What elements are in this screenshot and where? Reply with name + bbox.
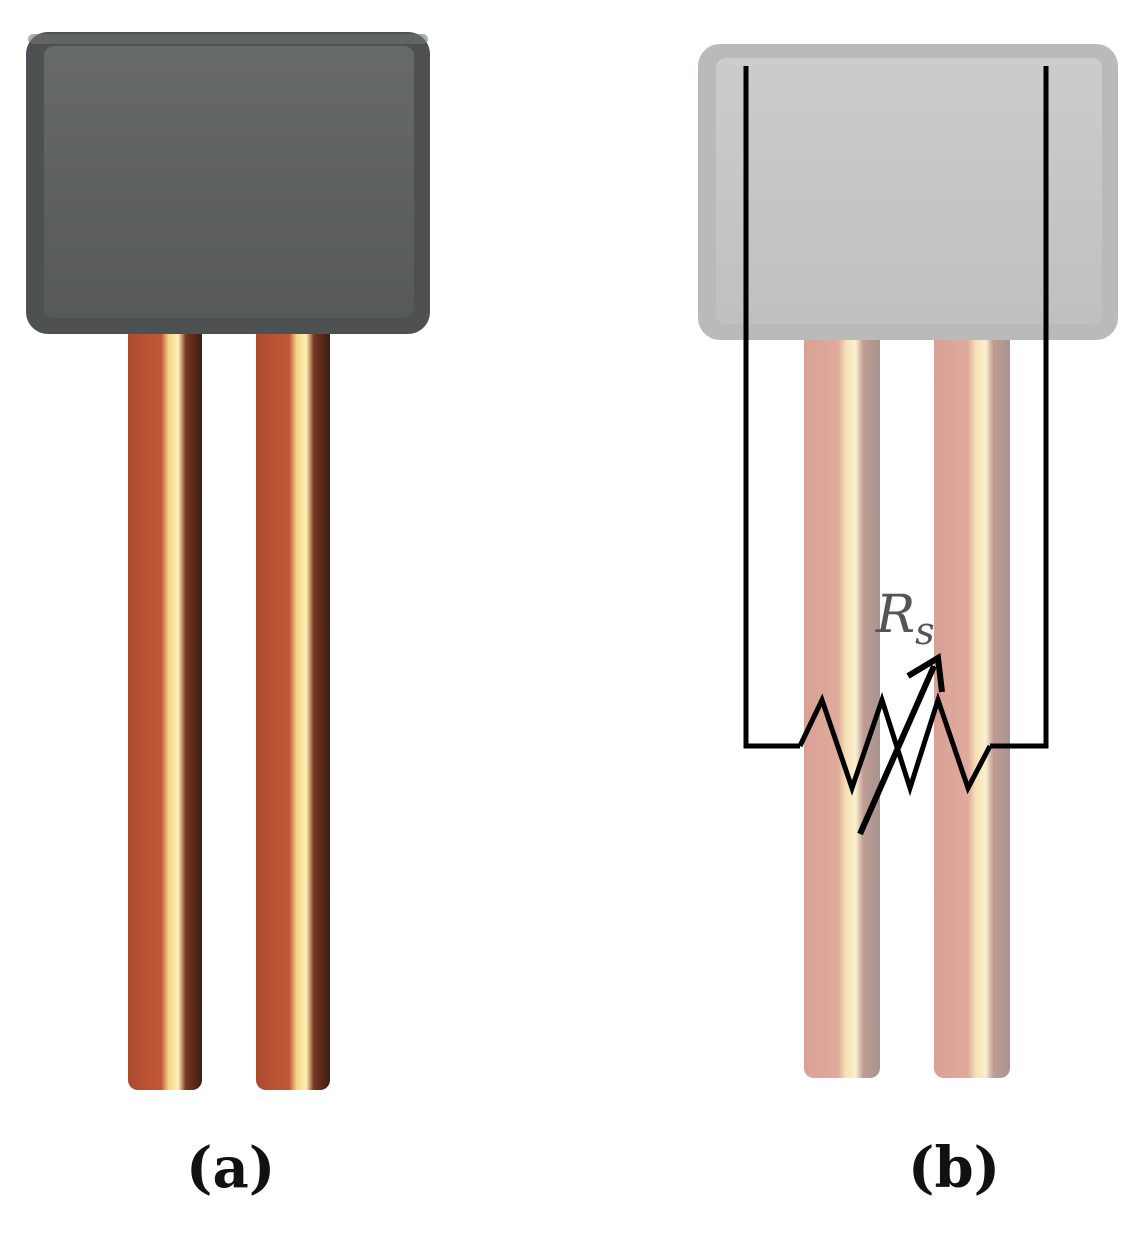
variable-resistor-arrow <box>857 653 945 836</box>
sensor-lead-right-b <box>934 320 1010 1078</box>
caption-a: (a) <box>186 1135 276 1201</box>
sensor-body-b <box>698 44 1118 340</box>
sensor-lead-left-a <box>128 318 202 1090</box>
caption-b: (b) <box>908 1135 1001 1201</box>
sensor-lead-right-a <box>256 318 330 1090</box>
circuit-wiring <box>743 66 1049 797</box>
resistor-label: Rs <box>875 585 935 653</box>
sensor-body-a <box>26 32 430 334</box>
right-wire <box>990 66 1049 749</box>
panel-b: Rs <box>698 44 1118 1078</box>
resistor-label-main: R <box>875 585 915 645</box>
sensor-lead-left-b <box>804 320 880 1078</box>
resistor-zigzag-symbol <box>797 692 993 797</box>
resistor-label-subscript: s <box>915 609 935 653</box>
left-wire <box>743 66 800 749</box>
panel-a <box>26 32 430 1090</box>
